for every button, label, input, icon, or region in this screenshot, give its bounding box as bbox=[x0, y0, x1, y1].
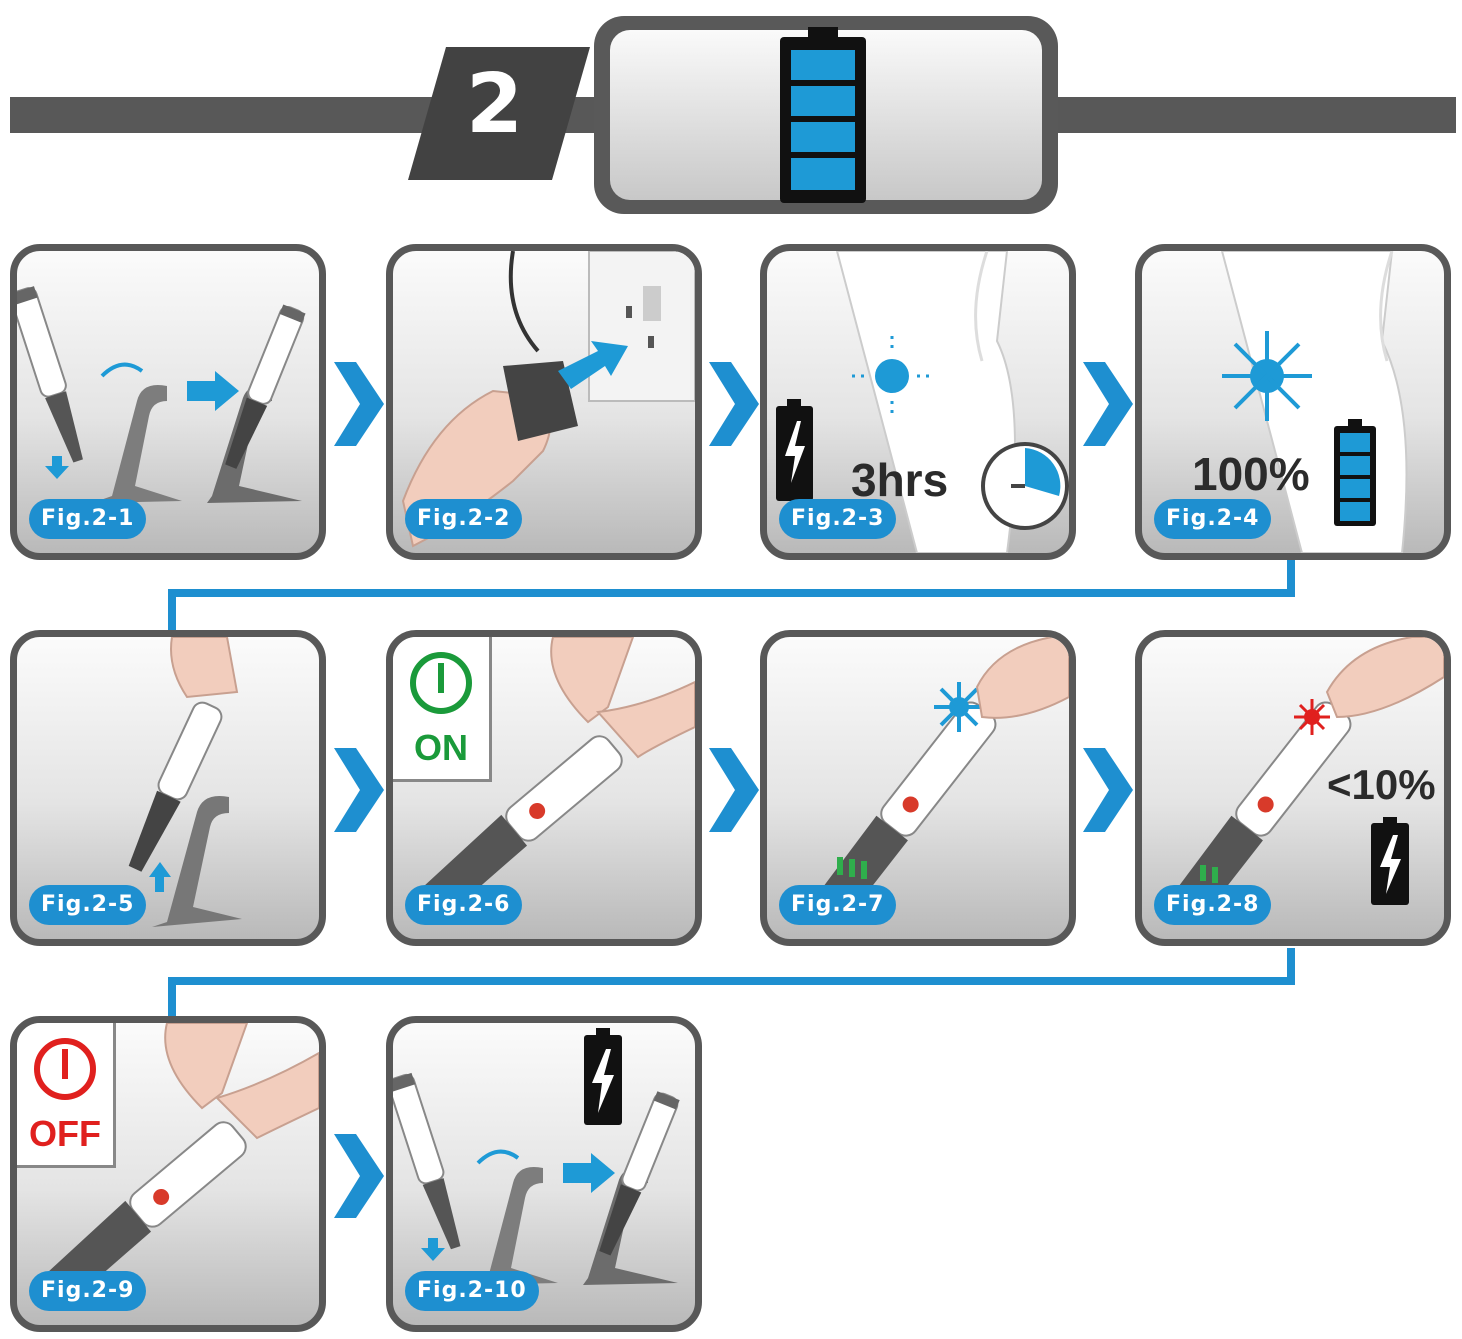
battery-full-icon bbox=[780, 27, 866, 203]
panel-fig-2-8: <10% Fig.2-8 bbox=[1135, 630, 1451, 946]
power-state-label: OFF bbox=[29, 1113, 101, 1154]
vacuum-dock-illustration bbox=[17, 286, 306, 503]
power-state-label: ON bbox=[414, 727, 468, 768]
panel-fig-2-2: Fig.2-2 bbox=[386, 244, 702, 560]
charge-level-text: 100% bbox=[1192, 448, 1310, 500]
step-number: 2 bbox=[466, 57, 524, 152]
battery-charging-icon bbox=[1371, 817, 1409, 905]
fully-charged-illustration bbox=[1220, 251, 1408, 553]
power-on-icon bbox=[410, 652, 472, 714]
step-number-badge bbox=[408, 47, 590, 180]
return-to-dock-illustration bbox=[393, 1028, 680, 1285]
battery-charging-icon bbox=[584, 1028, 622, 1125]
charge-level-text: <10% bbox=[1327, 761, 1436, 808]
chevron-right-icon bbox=[709, 362, 759, 446]
indicator-light-icon bbox=[1294, 699, 1330, 735]
battery-full-icon bbox=[1334, 419, 1376, 526]
chevron-right-icon bbox=[334, 362, 384, 446]
power-state-box: ON bbox=[393, 637, 492, 782]
panel-fig-2-10: Fig.2-10 bbox=[386, 1016, 702, 1332]
figure-label: Fig.2-1 bbox=[29, 499, 147, 539]
chevron-right-icon bbox=[334, 1134, 384, 1218]
figure-label: Fig.2-4 bbox=[1154, 499, 1272, 539]
lift-vacuum-illustration bbox=[128, 637, 242, 927]
figure-label: Fig.2-9 bbox=[29, 1271, 147, 1311]
panel-fig-2-3: 3hrs Fig.2-3 bbox=[760, 244, 1076, 560]
figure-label: Fig.2-6 bbox=[405, 885, 523, 925]
figure-label: Fig.2-7 bbox=[779, 885, 897, 925]
power-off-icon bbox=[34, 1038, 96, 1100]
connector-row2-row3 bbox=[168, 948, 1295, 1020]
panel-fig-2-5: Fig.2-5 bbox=[10, 630, 326, 946]
figure-label: Fig.2-2 bbox=[405, 499, 523, 539]
panel-fig-2-7: Fig.2-7 bbox=[760, 630, 1076, 946]
indicator-light-icon bbox=[1222, 331, 1312, 421]
chevron-right-icon bbox=[1083, 748, 1133, 832]
figure-label: Fig.2-8 bbox=[1154, 885, 1272, 925]
figure-label: Fig.2-10 bbox=[405, 1271, 539, 1311]
chevron-right-icon bbox=[1083, 362, 1133, 446]
panel-fig-2-6: ON Fig.2-6 bbox=[386, 630, 702, 946]
charge-duration-text: 3hrs bbox=[851, 454, 949, 506]
panel-fig-2-9: OFF Fig.2-9 bbox=[10, 1016, 326, 1332]
chevron-right-icon bbox=[334, 748, 384, 832]
figure-label: Fig.2-3 bbox=[779, 499, 897, 539]
connector-row1-row2 bbox=[168, 560, 1295, 635]
battery-charging-icon bbox=[776, 399, 813, 501]
charging-illustration bbox=[776, 251, 1069, 553]
panel-fig-2-4: 100% Fig.2-4 bbox=[1135, 244, 1451, 560]
panel-fig-2-1: Fig.2-1 bbox=[10, 244, 326, 560]
figure-label: Fig.2-5 bbox=[29, 885, 147, 925]
chevron-right-icon bbox=[709, 748, 759, 832]
power-state-box: OFF bbox=[17, 1023, 116, 1168]
indicator-light-icon bbox=[934, 682, 984, 732]
clock-icon bbox=[981, 442, 1069, 530]
